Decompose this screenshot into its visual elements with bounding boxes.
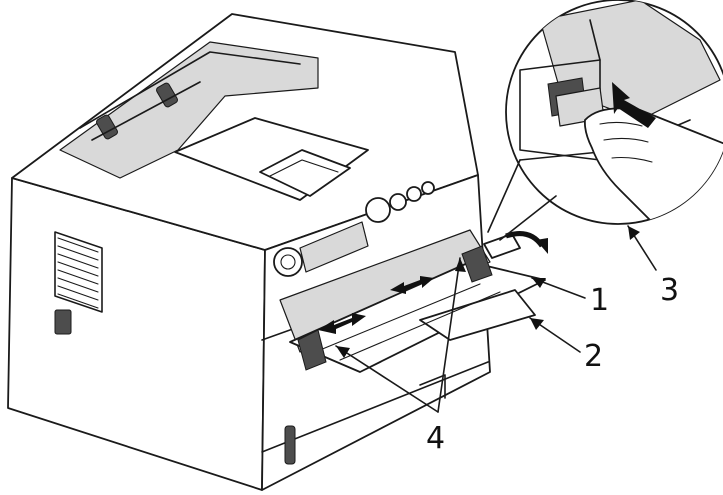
paper-level-indicator xyxy=(284,425,296,465)
paper-guide-left xyxy=(297,329,327,371)
control-panel xyxy=(273,181,435,277)
lcd-display xyxy=(299,221,369,273)
output-recess xyxy=(59,41,319,179)
side-vent xyxy=(54,231,103,313)
magnified-hand-detail xyxy=(505,0,723,225)
zoom-connector xyxy=(487,159,557,241)
power-button xyxy=(273,247,303,277)
callout-2: 2 xyxy=(584,339,603,374)
guide-arrow-rear xyxy=(390,276,434,294)
power-switch xyxy=(54,309,72,335)
online-button xyxy=(365,197,391,223)
output-rollers xyxy=(91,81,201,141)
guide-arrow-front xyxy=(318,313,366,334)
printer-illustration xyxy=(7,13,491,491)
callout-4: 4 xyxy=(426,421,445,456)
push-arrow xyxy=(612,82,656,128)
callout-1: 1 xyxy=(590,283,609,318)
leader-lines xyxy=(335,225,657,413)
mp-tray-extension xyxy=(419,289,536,341)
mp-tray-main xyxy=(289,261,546,373)
paper-guide-right xyxy=(461,245,493,283)
callout-3: 3 xyxy=(660,273,679,308)
direction-arrows xyxy=(318,231,548,334)
